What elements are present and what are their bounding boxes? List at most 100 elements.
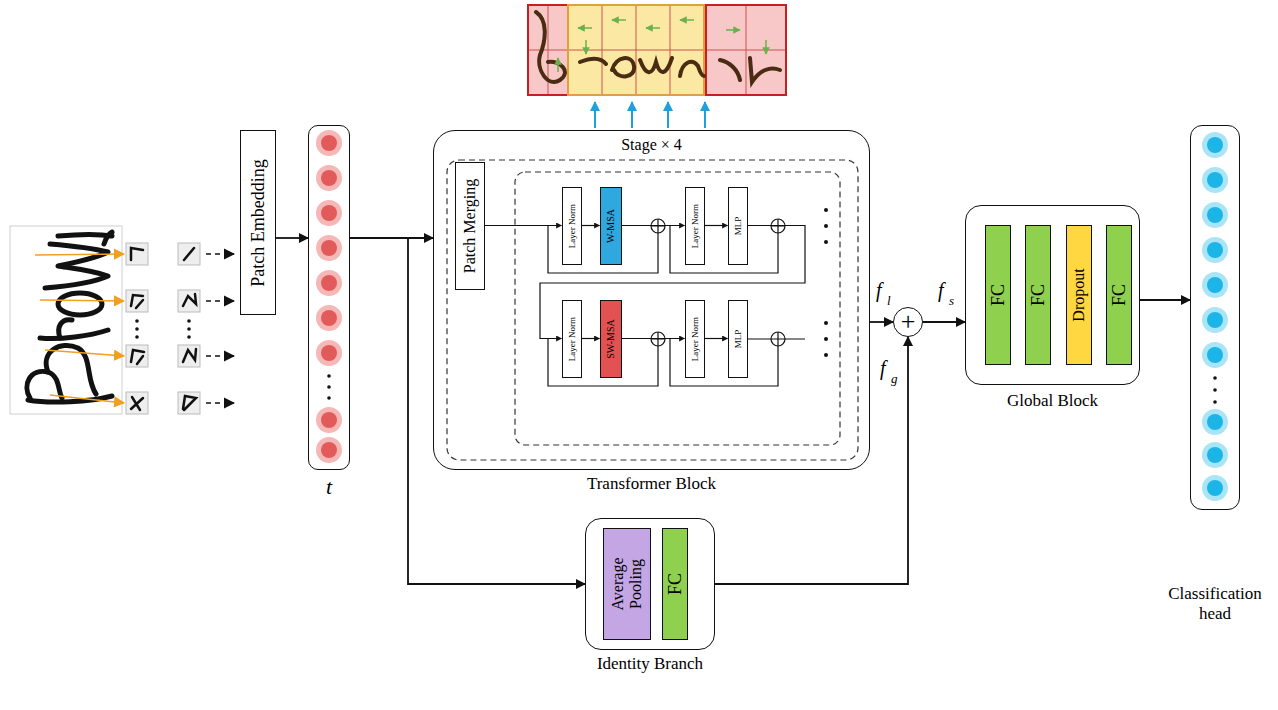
flow-arrow: [923, 321, 965, 323]
image-patches: [131, 248, 196, 410]
window-grid-image: [528, 50, 568, 51]
process-box: Patch Embedding: [240, 130, 276, 315]
window-grid-image: [726, 29, 740, 31]
math-symbol: g: [891, 372, 898, 385]
flow-arrow: [622, 338, 685, 339]
continuation-dots: [824, 353, 828, 357]
output-circles: [1202, 167, 1228, 193]
handwriting-sample: [58, 232, 112, 244]
flow-arrow: [276, 237, 308, 239]
output-circles: [1202, 202, 1228, 228]
token-circles: [316, 437, 342, 463]
node-label: Patch Merging: [461, 165, 479, 287]
layer-norm-box: Layer Norm: [562, 187, 582, 265]
image-patches: [187, 327, 191, 331]
token-circles: [316, 340, 342, 366]
dropout-layer: Dropout: [1066, 225, 1092, 365]
node-label: MLP: [732, 190, 742, 262]
identity-branch: Identity BranchAverage PoolingFC: [585, 518, 715, 650]
upward-arrows: [595, 102, 705, 128]
fc-layer: FC: [662, 528, 688, 640]
continuation-dots: [824, 321, 828, 325]
pooling-layer: Average Pooling: [603, 528, 651, 640]
window-grid-image: [680, 19, 694, 21]
window-grid-image: [558, 20, 766, 72]
output-circles: [1202, 342, 1228, 368]
output-circles: [1202, 307, 1228, 333]
window-grid-image: [765, 40, 767, 54]
image-patches: [126, 243, 148, 265]
window-grid-image: [568, 5, 704, 95]
token-circles: [316, 305, 342, 331]
fc-layer: FC: [1106, 225, 1132, 365]
flow-arrow: [705, 225, 728, 226]
output-circles: [1202, 132, 1228, 158]
token-circles: [321, 345, 337, 361]
window-grid-image: [578, 27, 592, 29]
continuation-dots: [824, 240, 828, 244]
image-patches: [40, 300, 124, 301]
output-circles: [1202, 442, 1228, 468]
token-circles: [321, 442, 337, 458]
upward-arrows: [704, 102, 706, 128]
image-patches: [206, 254, 234, 403]
image-patches: [183, 349, 196, 362]
image-patches: [206, 253, 234, 255]
image-patches: [178, 243, 200, 265]
output-circles: [1207, 347, 1223, 363]
handwriting-sample: [59, 320, 72, 338]
output-circles: [1213, 400, 1217, 404]
image-patches: [206, 355, 234, 357]
image-patches: [206, 402, 234, 404]
math-symbol: f: [876, 280, 882, 300]
image-patches: [187, 319, 191, 323]
dashed-frames: [447, 160, 858, 460]
node-label: +: [894, 308, 922, 336]
image-patches: [178, 392, 200, 414]
token-circles: [321, 170, 337, 186]
node-label: Patch Embedding: [248, 133, 268, 312]
image-patches: [35, 254, 124, 403]
token-circles: [321, 310, 337, 326]
node-label: Average Pooling: [609, 531, 645, 637]
image-patches: [178, 345, 200, 367]
window-grid-image: [706, 5, 786, 95]
node-label: Dropout: [1070, 228, 1088, 362]
image-patches: [183, 396, 196, 410]
output-circles: [1207, 414, 1223, 430]
classification-head: Classification head: [1190, 125, 1240, 510]
output-circles: [1213, 376, 1217, 380]
image-patches: [131, 248, 143, 260]
window-grid-image: [528, 5, 786, 95]
image-patches: [131, 397, 143, 410]
node-label: Layer Norm: [689, 303, 699, 375]
node-label: MLP: [732, 303, 742, 375]
output-circles: [1207, 312, 1223, 328]
image-patches: [131, 295, 143, 308]
upward-arrows: [594, 102, 596, 128]
flow-arrow: [1140, 299, 1190, 301]
window-grid-image: [568, 50, 704, 51]
node-label: FC: [664, 531, 684, 637]
image-patches: [35, 243, 234, 414]
output-circles: [1202, 132, 1228, 501]
output-circles: [1207, 480, 1223, 496]
window-grid-image: [706, 5, 786, 95]
output-circles: [1213, 376, 1217, 404]
continuation-dots: [824, 337, 828, 341]
output-circles: [1202, 475, 1228, 501]
flow-arrow: [705, 338, 728, 339]
handwriting-sample: [58, 293, 102, 315]
token-circles: [316, 130, 342, 156]
handwriting-sample: [27, 232, 112, 402]
transformer-block: Stage × 4Transformer BlockPatch MergingL…: [433, 130, 870, 470]
output-circles: [1207, 172, 1223, 188]
token-column: t: [308, 125, 350, 470]
output-circles: [1207, 207, 1223, 223]
layer-norm-box: Layer Norm: [562, 300, 582, 378]
image-patches: [183, 294, 196, 306]
token-circles: [316, 235, 342, 261]
image-patches: [126, 392, 148, 414]
flow-arrow: [485, 225, 562, 226]
node-label: Layer Norm: [566, 303, 576, 375]
